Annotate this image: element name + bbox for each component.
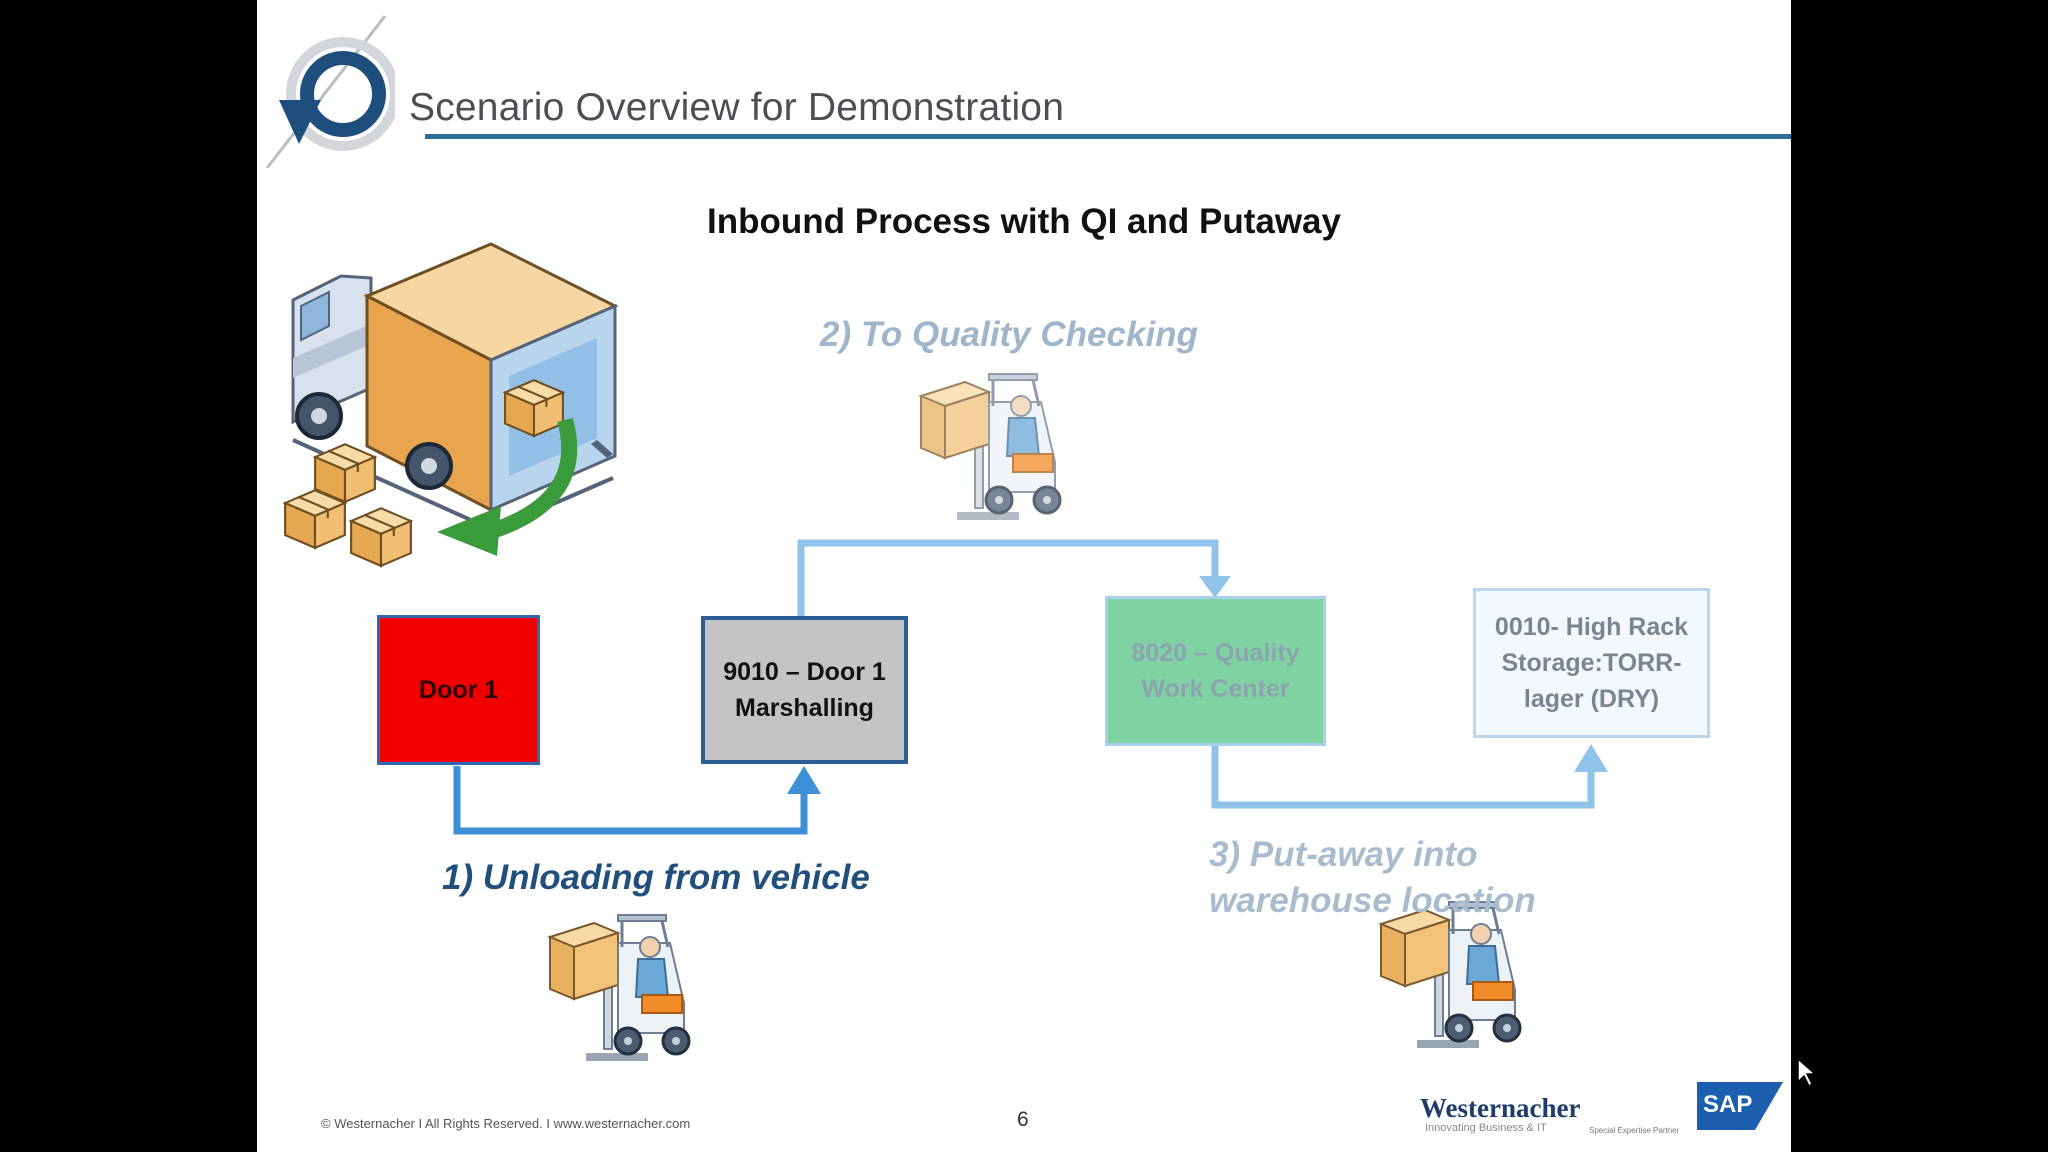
slide-title: Scenario Overview for Demonstration	[409, 86, 1065, 129]
step-3-label: 3) Put-away into warehouse location	[1209, 835, 1536, 920]
marshalling-area-box: 9010 – Door 1 Marshalling	[701, 616, 908, 764]
sap-logo: SAP	[1697, 1082, 1783, 1130]
quality-work-center-box: 8020 – Quality Work Center	[1105, 596, 1326, 746]
box-stack-icon	[284, 443, 412, 567]
high-rack-storage-box: 0010- High Rack Storage:TORR-lager (DRY)	[1473, 588, 1710, 738]
putaway-arrow	[1211, 744, 1608, 809]
westernacher-swirl-logo	[265, 15, 395, 168]
step-1-label: 1) Unloading from vehicle	[442, 858, 870, 897]
forklift-icon	[919, 372, 1062, 522]
unload-arrow-icon	[437, 417, 578, 556]
sap-logo-text: SAP	[1703, 1091, 1752, 1118]
diagram-subtitle: Inbound Process with QI and Putaway	[707, 202, 1341, 241]
forklift-icon	[548, 913, 691, 1063]
cursor-icon	[1797, 1058, 1817, 1088]
door-1-box: Door 1	[377, 615, 540, 765]
delivery-truck-icon	[291, 242, 619, 533]
title-rule	[425, 134, 1791, 139]
quality-check-arrow	[797, 539, 1231, 616]
page-number: 6	[1017, 1108, 1029, 1131]
partner-tagline: Special Expertise Partner	[1589, 1126, 1680, 1135]
brand-tagline: Innovating Business & IT	[1425, 1122, 1547, 1134]
diagram-artwork	[284, 242, 1608, 1063]
westernacher-brand: Westernacher	[1420, 1093, 1581, 1123]
unloading-arrow	[453, 766, 821, 835]
slide: Scenario Overview for Demonstration Inbo…	[257, 0, 1791, 1152]
step-2-label: 2) To Quality Checking	[820, 315, 1198, 354]
footer-copyright: © Westernacher I All Rights Reserved. I …	[321, 1116, 691, 1131]
